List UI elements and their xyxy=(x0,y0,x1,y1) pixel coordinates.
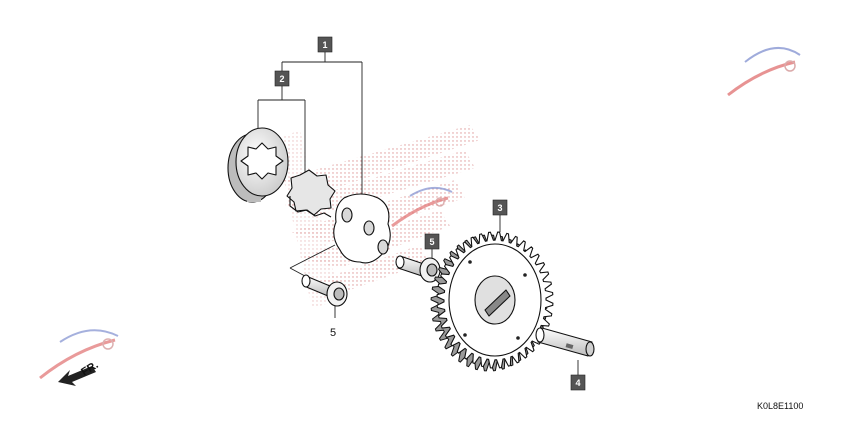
moto-logo-top-right xyxy=(727,46,801,97)
moto-logo-center xyxy=(391,186,453,228)
svg-text:3: 3 xyxy=(497,203,502,213)
moto-logo-left xyxy=(39,329,119,380)
svg-text:4: 4 xyxy=(575,378,580,388)
pump-driven-gear xyxy=(430,231,554,372)
part-code: K0L8E1100 xyxy=(757,401,804,411)
callout-5[interactable]: 5 xyxy=(424,233,440,250)
callout-5-plain[interactable]: 5 xyxy=(330,327,336,339)
svg-text:5: 5 xyxy=(429,237,434,247)
svg-text:1: 1 xyxy=(322,40,327,50)
bolt-left xyxy=(301,274,348,307)
callout-2[interactable]: 2 xyxy=(274,70,290,87)
drive-shaft xyxy=(535,327,595,357)
bolt-right xyxy=(395,255,441,283)
callout-3[interactable]: 3 xyxy=(492,199,508,216)
svg-text:2: 2 xyxy=(279,74,284,84)
outer-rotor xyxy=(227,127,289,203)
callout-1[interactable]: 1 xyxy=(317,36,333,53)
front-direction-arrow: FR. xyxy=(58,359,101,386)
callout-4[interactable]: 4 xyxy=(570,374,586,391)
inner-rotor xyxy=(286,169,336,218)
pump-cover-plate xyxy=(333,193,391,264)
